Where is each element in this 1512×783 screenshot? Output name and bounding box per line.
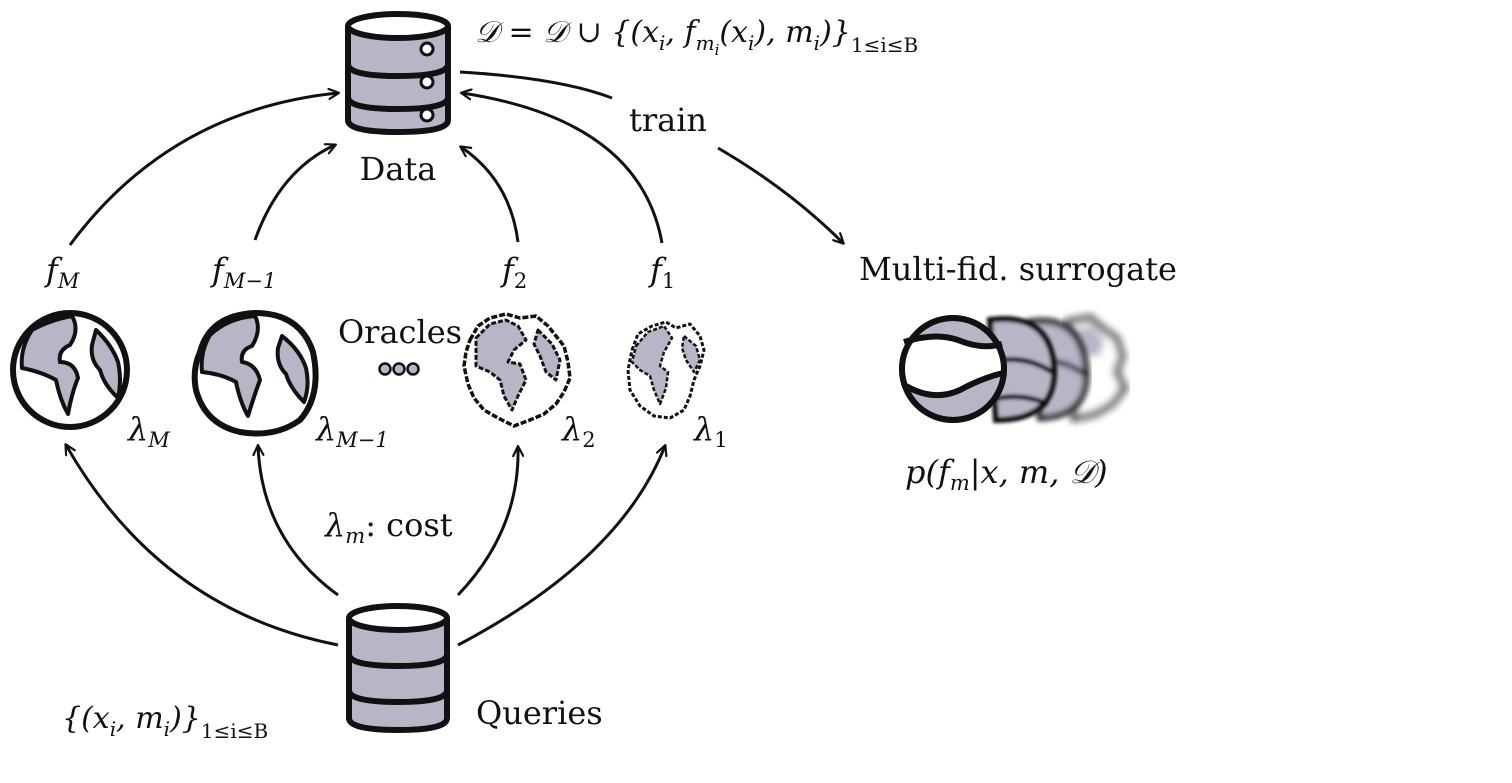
train-label: train: [629, 101, 707, 139]
surrogate-blurred-globes-icon: [899, 314, 1128, 424]
surrogate-formula: p(fm|x, m, 𝒟): [905, 453, 1108, 495]
globe-oracle-M-1-icon: [191, 309, 319, 437]
oracle-lambda-labels: λM λM−1 λ2 λ1: [126, 410, 728, 452]
oracle-f-label-M-1: fM−1: [210, 251, 276, 293]
queries-label: Queries: [476, 694, 603, 732]
data-label: Data: [360, 150, 437, 188]
arrow-f2-to-data: [461, 147, 520, 243]
data-database-icon: [345, 11, 451, 136]
arrow-fM-to-data: [68, 93, 338, 246]
arrows-from-queries: [66, 445, 665, 647]
ellipsis-dots-icon: [378, 362, 420, 376]
globe-oracle-1-icon: [626, 320, 706, 420]
data-update-formula: 𝒟 = 𝒟 ∪ {(xi, fmi(xi), mi)}1≤i≤B: [475, 15, 918, 59]
cost-label: λm: cost: [323, 506, 453, 548]
arrow-queries-to-globe-M-1: [258, 446, 339, 597]
oracle-f-labels: fM fM−1 f2 f1: [44, 251, 675, 293]
train-arrow: [459, 70, 843, 243]
arrow-fM1-to-data: [253, 145, 335, 241]
oracle-lambda-label-2: λ2: [560, 410, 596, 452]
oracle-lambda-label-M: λM: [126, 410, 170, 452]
globe-oracle-2-icon: [462, 312, 572, 428]
arrows-to-data: [68, 93, 664, 246]
oracles-label: Oracles: [338, 313, 462, 351]
oracle-f-label-1: f1: [648, 251, 675, 293]
oracle-f-label-2: f2: [500, 251, 527, 293]
surrogate-label: Multi-fid. surrogate: [859, 250, 1177, 288]
globe-oracle-M-icon: [10, 310, 130, 430]
oracle-lambda-label-M-1: λM−1: [314, 410, 389, 452]
queries-formula: {(xi, mi)}1≤i≤B: [62, 701, 268, 743]
oracle-lambda-label-1: λ1: [692, 410, 728, 452]
queries-database-icon: [346, 603, 450, 734]
oracle-f-label-M: fM: [44, 251, 80, 293]
arrow-f1-to-data: [462, 93, 664, 244]
arrow-queries-to-globe-M: [66, 445, 339, 647]
arrow-queries-to-globe-2: [456, 447, 518, 597]
arrow-queries-to-globe-1: [457, 446, 665, 647]
